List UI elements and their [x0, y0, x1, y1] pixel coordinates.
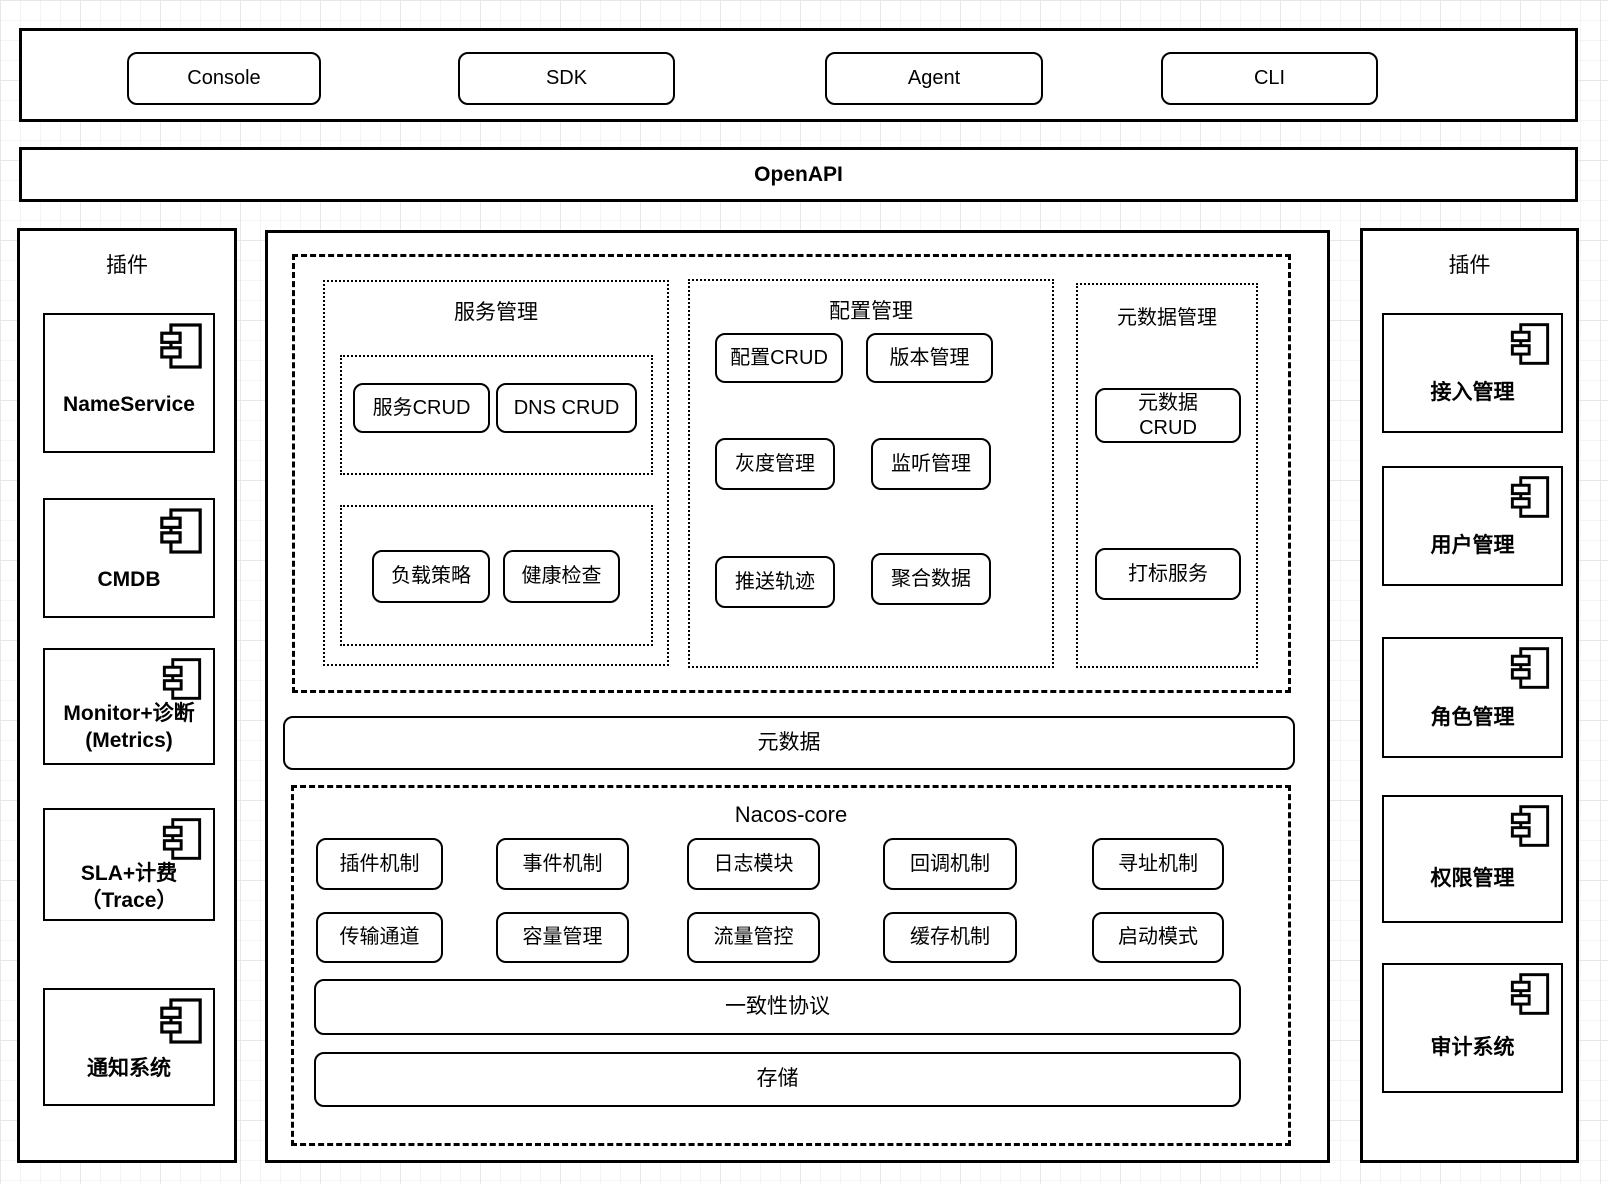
node-user-mgmt[interactable]: 用户管理: [1382, 466, 1563, 586]
node-label: 角色管理: [1430, 705, 1515, 729]
node-sla-trace[interactable]: SLA+计费 （Trace）: [43, 808, 215, 921]
node-notification-system[interactable]: 通知系统: [43, 988, 215, 1106]
right-plugins-title: 插件: [1448, 254, 1491, 277]
node-console[interactable]: Console: [127, 52, 321, 105]
node-openapi[interactable]: OpenAPI: [19, 147, 1578, 202]
node-label: SLA+计费 （Trace）: [80, 862, 178, 913]
service-mgmt-section: 服务管理 服务CRUD DNS CRUD 负载策略 健康检查: [323, 280, 669, 666]
metadata-mgmt-section: 元数据管理 元数据 CRUD 打标服务: [1076, 283, 1258, 668]
node-service-crud[interactable]: 服务CRUD: [353, 383, 490, 433]
node-traffic-control[interactable]: 流量管控: [687, 912, 820, 963]
node-addressing-mechanism[interactable]: 寻址机制: [1092, 838, 1224, 890]
node-plugin-mechanism[interactable]: 插件机制: [316, 838, 443, 890]
uml-component-icon: [1384, 468, 1561, 518]
service-crud-group: 服务CRUD DNS CRUD: [340, 355, 653, 475]
node-config-crud[interactable]: 配置CRUD: [715, 333, 843, 383]
node-callback-mechanism[interactable]: 回调机制: [883, 838, 1017, 890]
node-label: 接入管理: [1430, 381, 1515, 405]
node-permission-mgmt[interactable]: 权限管理: [1382, 795, 1563, 923]
service-policy-group: 负载策略 健康检查: [340, 505, 653, 646]
node-load-strategy[interactable]: 负载策略: [372, 550, 490, 603]
node-label: NameService: [63, 393, 195, 417]
node-dns-crud[interactable]: DNS CRUD: [496, 383, 637, 433]
nacos-core-section: Nacos-core 插件机制 事件机制 日志模块 回调机制 寻址机制 传输通道…: [291, 785, 1291, 1146]
metadata-mgmt-title: 元数据管理: [1117, 307, 1217, 329]
node-aggregate-data[interactable]: 聚合数据: [871, 553, 991, 605]
node-label: CMDB: [97, 568, 161, 592]
uml-component-icon: [45, 315, 213, 369]
openapi-label: OpenAPI: [754, 162, 843, 186]
node-gray-mgmt[interactable]: 灰度管理: [715, 438, 835, 490]
node-agent[interactable]: Agent: [825, 52, 1043, 105]
node-cmdb[interactable]: CMDB: [43, 498, 215, 618]
node-metadata-bar[interactable]: 元数据: [283, 716, 1295, 770]
node-log-module[interactable]: 日志模块: [687, 838, 820, 890]
nacos-core-title: Nacos-core: [734, 802, 848, 827]
node-nameservice[interactable]: NameService: [43, 313, 215, 453]
uml-component-icon: [1384, 315, 1561, 365]
node-access-mgmt[interactable]: 接入管理: [1382, 313, 1563, 433]
node-sdk[interactable]: SDK: [458, 52, 675, 105]
node-version-mgmt[interactable]: 版本管理: [866, 333, 993, 383]
left-plugins-panel: 插件 NameService CMDB Monitor+诊断 (Metrics)…: [17, 228, 237, 1163]
function-layer-box: 服务管理 服务CRUD DNS CRUD 负载策略 健康检查 配置管理 配置CR…: [292, 254, 1291, 693]
node-listen-mgmt[interactable]: 监听管理: [871, 438, 991, 490]
node-capacity-mgmt[interactable]: 容量管理: [496, 912, 629, 963]
node-storage[interactable]: 存储: [314, 1052, 1241, 1107]
uml-component-icon: [45, 810, 213, 860]
node-audit-system[interactable]: 审计系统: [1382, 963, 1563, 1093]
node-label: 通知系统: [87, 1057, 171, 1081]
node-label: 审计系统: [1430, 1036, 1515, 1060]
uml-component-icon: [45, 990, 213, 1044]
node-tag-service[interactable]: 打标服务: [1095, 548, 1241, 600]
node-cache-mechanism[interactable]: 缓存机制: [883, 912, 1017, 963]
node-role-mgmt[interactable]: 角色管理: [1382, 637, 1563, 758]
client-layer-bar: Console SDK Agent CLI: [19, 28, 1578, 122]
config-mgmt-title: 配置管理: [829, 300, 913, 323]
uml-component-icon: [1384, 965, 1561, 1015]
node-push-track[interactable]: 推送轨迹: [715, 556, 835, 608]
nacos-main-box: 服务管理 服务CRUD DNS CRUD 负载策略 健康检查 配置管理 配置CR…: [265, 230, 1330, 1163]
node-label: 用户管理: [1430, 534, 1515, 558]
node-health-check[interactable]: 健康检查: [503, 550, 620, 603]
node-label: 权限管理: [1430, 867, 1515, 891]
node-event-mechanism[interactable]: 事件机制: [496, 838, 629, 890]
left-plugins-title: 插件: [106, 254, 148, 277]
uml-component-icon: [1384, 797, 1561, 847]
node-label: Monitor+诊断 (Metrics): [63, 702, 195, 753]
node-transport-channel[interactable]: 传输通道: [316, 912, 443, 963]
uml-component-icon: [45, 650, 213, 700]
node-metadata-crud[interactable]: 元数据 CRUD: [1095, 388, 1241, 443]
service-mgmt-title: 服务管理: [454, 301, 538, 324]
uml-component-icon: [1384, 639, 1561, 689]
node-monitor-metrics[interactable]: Monitor+诊断 (Metrics): [43, 648, 215, 765]
right-plugins-panel: 插件 接入管理 用户管理 角色管理 权限管理 审计系统: [1360, 228, 1579, 1163]
node-cli[interactable]: CLI: [1161, 52, 1378, 105]
uml-component-icon: [45, 500, 213, 554]
node-startup-mode[interactable]: 启动模式: [1092, 912, 1224, 963]
config-mgmt-section: 配置管理 配置CRUD 版本管理 灰度管理 监听管理 推送轨迹 聚合数据: [688, 279, 1054, 668]
node-consistency-protocol[interactable]: 一致性协议: [314, 979, 1241, 1035]
